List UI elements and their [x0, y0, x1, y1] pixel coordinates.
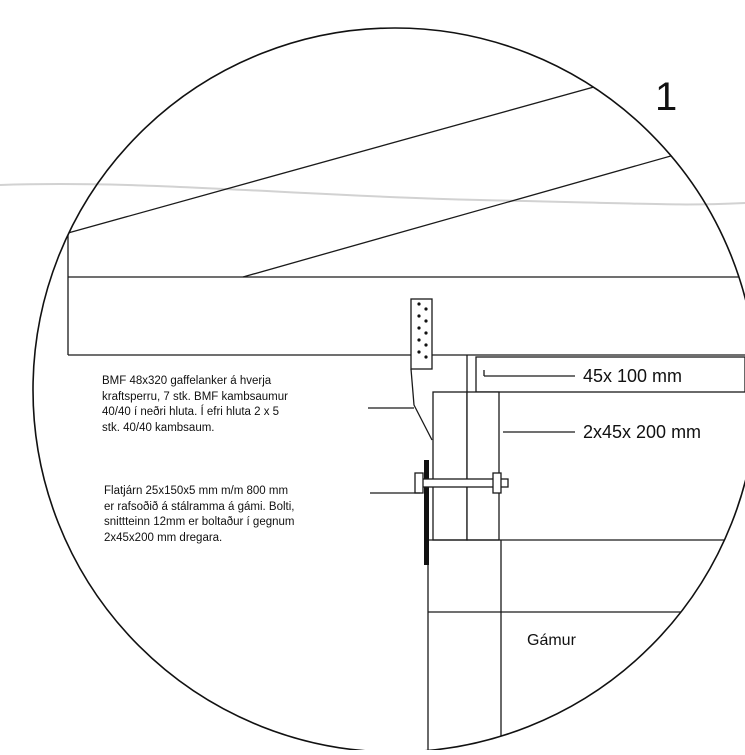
annotation-flatbar: Flatjárn 25x150x5 mm m/m 800 mm er rafso…: [104, 484, 295, 546]
bolt-nut-right: [492, 472, 502, 494]
flat-bar: [424, 460, 429, 565]
dimension-lower-member: 2x45x 200 mm: [583, 422, 702, 442]
dimension-upper-member: 45x 100 mm: [583, 366, 683, 386]
annotation-anchor-line: stk. 40/40 kambsaum.: [102, 421, 215, 434]
annotation-flatbar-line: 2x45x200 mm dregara.: [104, 531, 223, 544]
anchor-strap: [410, 298, 433, 370]
paper-fold: [0, 183, 745, 206]
annotation-flatbar-line: Flatjárn 25x150x5 mm m/m 800 mm: [104, 485, 289, 497]
lower-member-1: [432, 391, 468, 541]
annotation-flatbar-line: er rafsoðið á stálramma á gámi. Bolti,: [104, 500, 295, 513]
anchor-holes: [417, 302, 428, 359]
container-label: Gámur: [527, 632, 576, 649]
annotation-anchor-line: kraftsperru, 7 stk. BMF kambsaumur: [102, 390, 288, 403]
annotation-flatbar-line: snittteinn 12mm er boltaður í gegnum: [104, 516, 295, 528]
detail-number: 1: [655, 75, 678, 119]
lower-member-2: [466, 391, 500, 541]
rafter-bottom-line: [242, 134, 745, 278]
annotation-anchor: BMF 48x320 gaffelanker á hverja kraftspe…: [102, 374, 288, 436]
annotation-anchor-line: BMF 48x320 gaffelanker á hverja: [102, 375, 272, 387]
annotation-anchor-line: 40/40 í neðri hluta. Í efri hluta 2 x 5: [102, 406, 280, 418]
upper-member-45x100: [475, 356, 745, 393]
bolt-nut-left: [414, 472, 424, 494]
anchor-strap-leg: [410, 368, 433, 441]
